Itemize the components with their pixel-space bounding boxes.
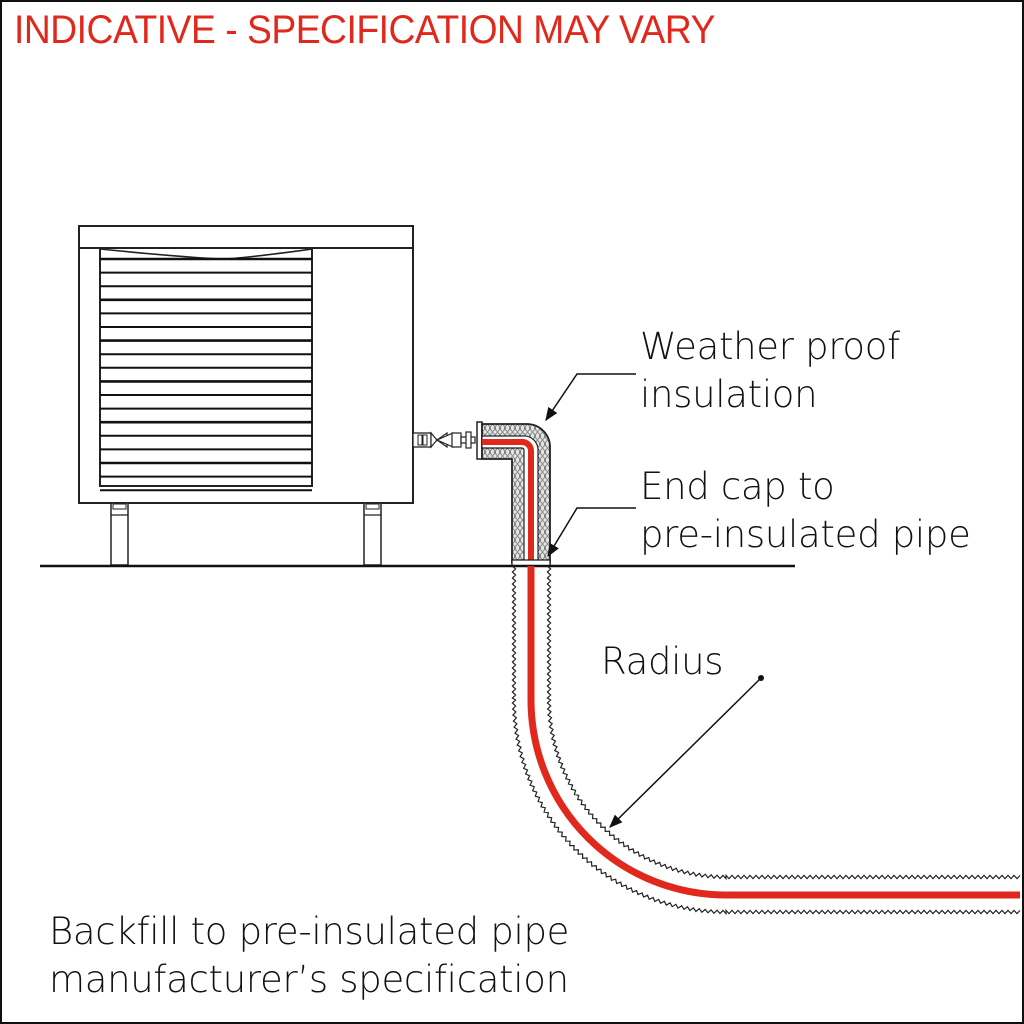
unit-leg-right <box>363 502 382 566</box>
leader-end-cap <box>547 507 636 558</box>
leader-weather-proof <box>545 373 636 422</box>
callout-end-cap-line2: pre-insulated pipe <box>640 513 971 556</box>
unit-leg-left <box>110 502 129 566</box>
callout-backfill-line2: manufacturer’s specification <box>49 958 569 1001</box>
pipe-elbow-red <box>482 438 535 563</box>
callout-backfill-line1: Backfill to pre-insulated pipe <box>49 910 570 953</box>
callout-end-cap-line1: End cap to <box>640 465 835 508</box>
grille-louvers <box>100 257 312 492</box>
callout-end-cap: End cap to pre-insulated pipe <box>640 463 971 559</box>
pipe-outer-jacket <box>511 565 1021 916</box>
leader-radius <box>609 675 764 828</box>
heat-pump-unit <box>78 225 414 566</box>
callout-radius: Radius <box>601 638 724 686</box>
callout-weather-proof: Weather proof insulation <box>640 323 900 419</box>
disclaimer-title: INDICATIVE - SPECIFICATION MAY VARY <box>14 8 715 52</box>
callout-backfill: Backfill to pre-insulated pipe manufactu… <box>49 908 569 1004</box>
insulated-elbow <box>481 423 551 567</box>
pipe-inner-jacket <box>546 565 1021 881</box>
callout-weather-proof-line2: insulation <box>640 373 818 416</box>
pipe-carrier-red <box>527 566 1020 899</box>
callout-weather-proof-line1: Weather proof <box>640 325 900 368</box>
valve <box>412 421 483 460</box>
callout-radius-text: Radius <box>601 640 724 683</box>
pre-insulated-pipe <box>511 565 1021 916</box>
